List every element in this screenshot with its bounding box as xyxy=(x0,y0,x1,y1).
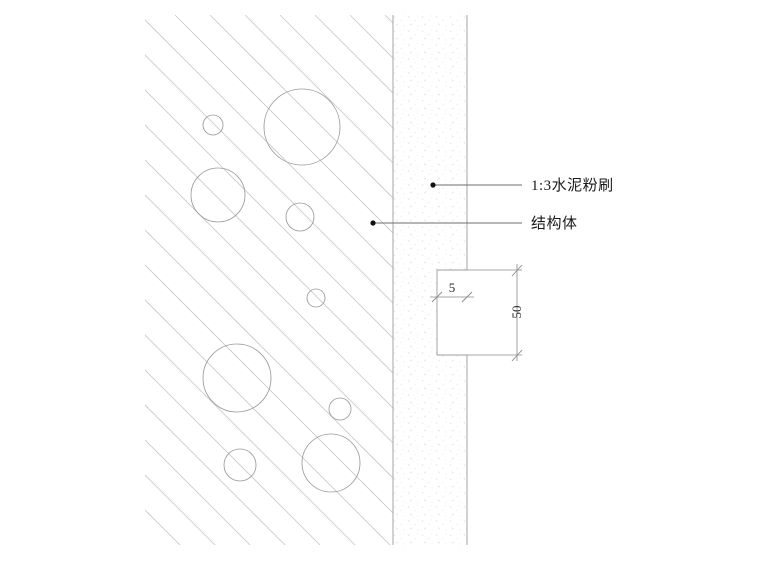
dimension-tick xyxy=(431,291,443,303)
leader-structure-body: 结构体 xyxy=(370,215,577,232)
label-structure-body: 结构体 xyxy=(531,215,578,232)
leader-dot xyxy=(370,220,376,226)
dimension-tick xyxy=(511,264,523,277)
aggregate-circle xyxy=(223,448,257,482)
concrete-panel-fill xyxy=(145,15,393,545)
dimension-groove-height: 50 xyxy=(467,264,524,362)
dimension-groove-depth: 5 xyxy=(430,280,474,303)
aggregate-circle xyxy=(202,343,272,413)
concrete-hatch-region xyxy=(145,15,393,545)
hatch-lines xyxy=(145,15,393,545)
aggregate-circle xyxy=(328,397,352,421)
structure-band xyxy=(392,15,468,545)
aggregate-circles xyxy=(190,88,361,493)
structure-stipple-fill xyxy=(393,15,467,545)
dimension-value-50: 50 xyxy=(509,306,524,319)
aggregate-circle xyxy=(263,88,341,166)
dimension-value-5: 5 xyxy=(449,280,456,295)
aggregate-circle xyxy=(202,114,224,136)
aggregate-circle xyxy=(301,433,361,493)
aggregate-circle xyxy=(306,288,326,308)
dimension-tick xyxy=(461,291,473,303)
leader-dot xyxy=(430,182,436,188)
leader-render-coat: 1:3水泥粉刷 xyxy=(430,177,613,194)
aggregate-circle xyxy=(285,202,315,232)
dimension-tick xyxy=(511,349,523,362)
structure-outer-edge-with-groove xyxy=(436,15,468,545)
label-render-coat: 1:3水泥粉刷 xyxy=(531,177,614,194)
aggregate-circle xyxy=(190,167,246,223)
